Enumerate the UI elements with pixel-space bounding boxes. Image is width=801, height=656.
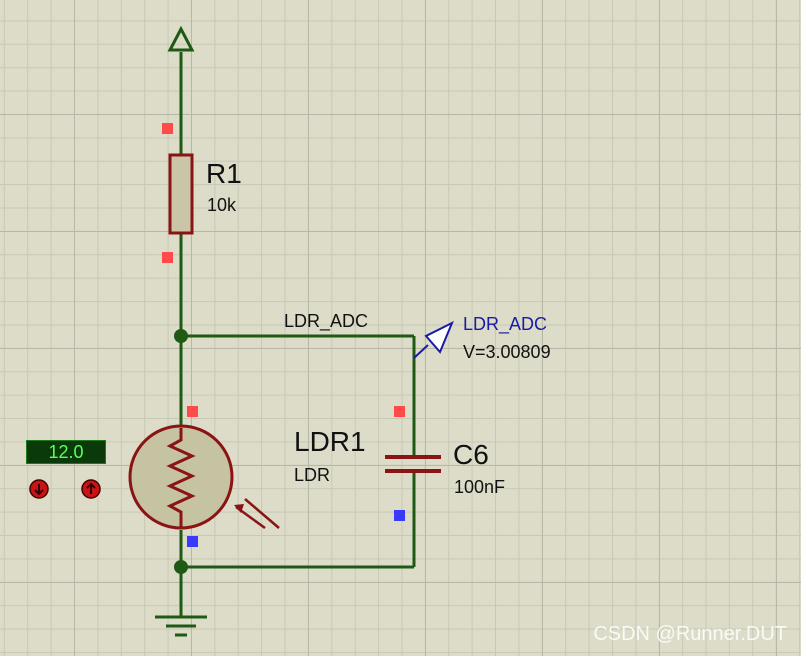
ldr-symbol[interactable] (128, 424, 280, 530)
ldr-designator: LDR1 (294, 426, 366, 457)
ldr-value: LDR (294, 465, 331, 485)
c6-value: 100nF (454, 477, 506, 497)
pin-marker[interactable] (187, 406, 198, 417)
decrease-light-button[interactable] (29, 479, 49, 499)
probe-name: LDR_ADC (463, 314, 548, 334)
light-level-readout: 12.0 (26, 440, 106, 464)
pin-marker[interactable] (394, 406, 405, 417)
watermark: CSDN @Runner.DUT (593, 623, 787, 645)
capacitor-c6[interactable] (385, 455, 441, 473)
voltage-probe-icon[interactable] (413, 320, 454, 359)
c6-designator: C6 (453, 439, 489, 470)
pin-marker[interactable] (187, 536, 198, 547)
probe-voltage: V=3.00809 (463, 342, 551, 362)
ground-terminal[interactable] (155, 615, 207, 637)
r1-value: 10k (207, 195, 237, 215)
pin-marker[interactable] (162, 123, 173, 134)
pin-marker[interactable] (394, 510, 405, 521)
increase-light-button[interactable] (81, 479, 101, 499)
pin-marker[interactable] (162, 252, 173, 263)
r1-designator: R1 (206, 158, 242, 189)
net-label: LDR_ADC (284, 311, 369, 331)
wires (179, 52, 416, 617)
junction-dot (174, 329, 188, 343)
junction-dot (174, 560, 188, 574)
power-terminal[interactable] (167, 25, 195, 52)
resistor-r1[interactable] (168, 153, 194, 235)
